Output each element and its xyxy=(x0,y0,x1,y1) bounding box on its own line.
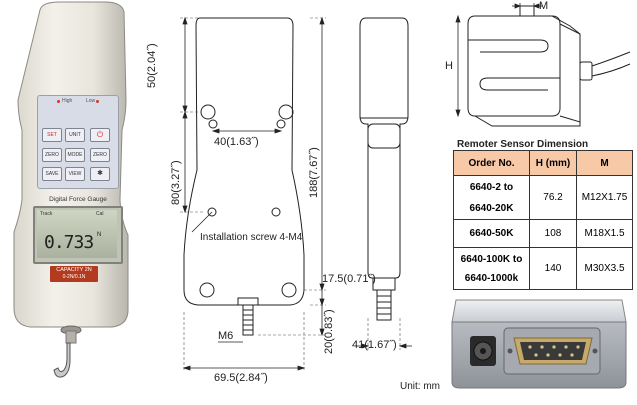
dim-hole-spacing: 40(1.63˝) xyxy=(214,136,259,148)
dim-height-total: 188(7.67˝) xyxy=(308,147,320,198)
m-cell: M30X3.5 xyxy=(576,247,633,290)
view-button[interactable]: VIEW xyxy=(65,167,85,181)
sensor-dimension-table: Order No. H (mm) M 6640-2 to 6640-20K 76… xyxy=(453,150,633,290)
backlight-button[interactable]: ✱ xyxy=(90,167,110,181)
set-button[interactable]: SET xyxy=(42,128,62,142)
h-cell: 76.2 xyxy=(529,175,577,220)
power-button[interactable]: ⏻ xyxy=(90,128,110,142)
mode-button[interactable]: MODE xyxy=(65,148,85,162)
sensor-m-label: M xyxy=(539,0,549,12)
m-cell: M12X1.75 xyxy=(576,175,633,220)
sensor-h-label: H xyxy=(445,60,453,72)
table-row: 6640-2 to 6640-20K 76.2 M12X1.75 xyxy=(453,175,633,220)
dim-width: 69.5(2.84˝) xyxy=(214,372,268,384)
lcd-display xyxy=(33,206,123,264)
gauge-title: Digital Force Gauge xyxy=(49,196,107,203)
dim-hook-length: 20(0.83˝) xyxy=(323,309,335,354)
h-cell: 108 xyxy=(529,219,577,248)
capacity-label: CAPACITY 2N xyxy=(56,267,92,273)
lcd-mode-label: Track xyxy=(40,211,53,217)
dim-depth: 41(1.67˝) xyxy=(352,339,397,351)
header-h: H (mm) xyxy=(529,150,577,176)
table-row: 6640-100K to 6640-1000k 140 M30X3.5 xyxy=(453,247,633,290)
capacity-plate xyxy=(50,266,98,282)
indicator-light-low xyxy=(96,100,99,103)
connector-photo xyxy=(450,292,630,392)
m-cell: M18X1.5 xyxy=(576,219,633,248)
zero-left-button[interactable]: ZERO xyxy=(42,148,62,162)
dim-height-top: 50(2.04˝) xyxy=(146,43,158,88)
h-cell: 140 xyxy=(529,247,577,290)
indicator-high-label: High xyxy=(62,98,73,104)
lcd-unit: N xyxy=(97,232,102,238)
order-no-cell: 6640-2 to 6640-20K xyxy=(453,175,530,220)
indicator-low-label: Low xyxy=(86,98,96,104)
unit-button[interactable]: UNIT xyxy=(65,128,85,142)
indicator-light-high xyxy=(57,100,60,103)
table-header-row: Order No. H (mm) M xyxy=(453,150,633,176)
dim-height-mid: 80(3.27˝) xyxy=(170,160,182,205)
installation-screw-label: Installation screw 4-M4 xyxy=(200,232,303,243)
dim-thread: M6 xyxy=(218,330,234,342)
header-m: M xyxy=(576,150,633,176)
lcd-value: 0.733 xyxy=(44,232,94,253)
order-no-cell: 6640-100K to 6640-1000k xyxy=(453,247,530,290)
table-row: 6640-50K 108 M18X1.5 xyxy=(453,219,633,248)
order-no-cell: 6640-50K xyxy=(453,219,530,248)
capacity-sub-label: 0-2N/0.1N xyxy=(62,274,86,280)
zero-button[interactable]: ZERO xyxy=(90,148,110,162)
save-button[interactable]: SAVE xyxy=(42,167,62,181)
lcd-cal-label: Cal xyxy=(96,211,104,217)
unit-note: Unit: mm xyxy=(400,381,440,392)
dim-bottom-gap: 17.5(0.71˝) xyxy=(322,273,376,285)
remote-sensor-drawing xyxy=(440,0,637,135)
sensor-table-title: Remoter Sensor Dimension xyxy=(457,139,589,150)
side-view-drawing xyxy=(350,0,420,400)
header-order-no: Order No. xyxy=(453,150,530,176)
front-dimension-drawing xyxy=(150,0,350,400)
